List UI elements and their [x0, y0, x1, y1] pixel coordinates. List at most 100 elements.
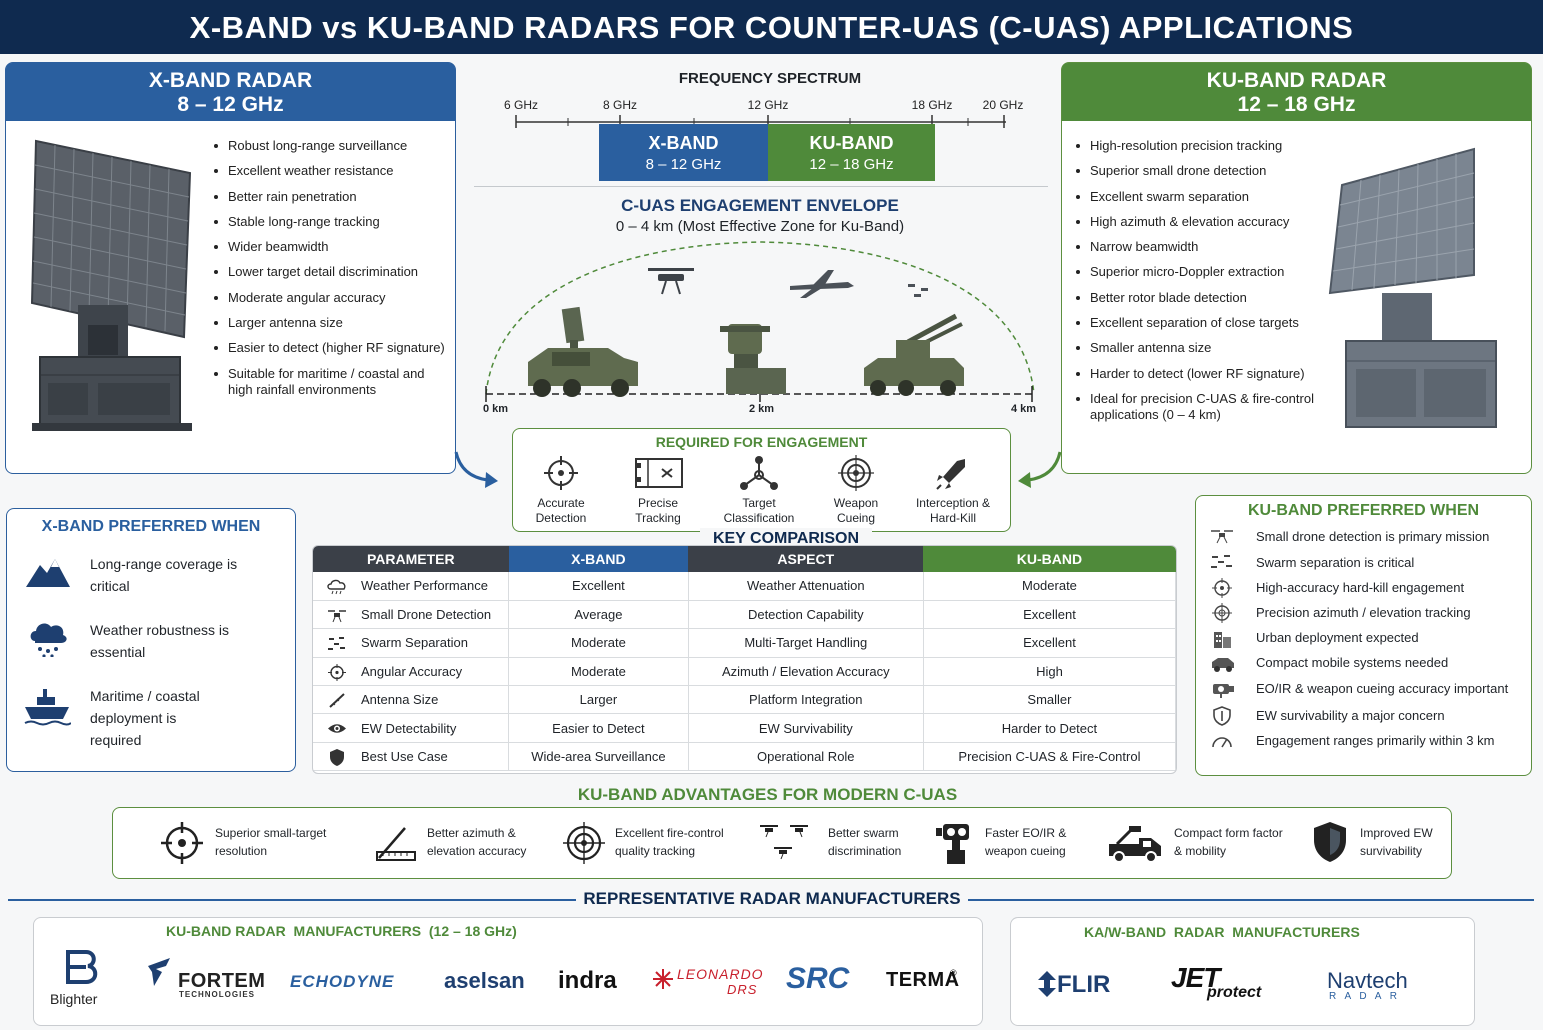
fortem-logo-icon [148, 958, 170, 986]
table-row: Best Use Case Wide-area Surveillance Ope… [313, 742, 1176, 772]
kuband-bullet: Excellent swarm separation [1074, 189, 1326, 205]
kuband-pref-text: Compact mobile systems needed [1256, 655, 1449, 670]
xband-bullets: Robust long-range surveillance Excellent… [212, 138, 452, 407]
param-label: Swarm Separation [361, 635, 468, 651]
kuband-bullet: Smaller antenna size [1074, 340, 1326, 356]
aspect-cell: EW Survivability [688, 713, 924, 743]
distance-label: 0 km [483, 403, 509, 415]
drone-swarm-icon [760, 825, 808, 860]
shield-icon [1213, 706, 1231, 726]
xband-arrow-icon [454, 451, 498, 488]
advantage-line: Compact form factor [1174, 826, 1283, 840]
crosshair-icon [328, 663, 346, 681]
swarm-icon [1211, 555, 1232, 568]
spectrum-tick: 12 GHz [747, 98, 789, 112]
xband-spectrum-label: X-BAND [648, 133, 719, 153]
xband-bullet: Excellent weather resistance [212, 163, 452, 179]
engagement-label: Weapon Cueing [833, 496, 879, 525]
xband-bullet: Lower target detail discrimination [212, 264, 452, 280]
swarm-icon [328, 637, 345, 651]
table-row: EW Detectability Easier to Detect EW Sur… [313, 713, 1176, 743]
kuband-pref-text: EW survivability a major concern [1256, 708, 1445, 723]
kuband-pref-title: KU-BAND PREFERRED WHEN [1247, 502, 1480, 519]
param-label: Weather Performance [361, 578, 488, 594]
comparison-table-wrap: PARAMETER X-BAND ASPECT KU-BAND Weather … [312, 545, 1177, 774]
advantage-item: Superior small-target resolution [215, 824, 326, 860]
xband-spectrum-range: 8 – 12 GHz [645, 156, 722, 173]
envelope-title: C-UAS ENGAGEMENT ENVELOPE [621, 196, 899, 215]
angle-ruler-icon [376, 827, 416, 861]
xband-bullet: Larger antenna size [212, 315, 452, 331]
leonardo-logo: LEONARDO [677, 966, 764, 982]
kuband-pref-text: Small drone detection is primary mission [1256, 529, 1490, 544]
xband-cell: Larger [508, 685, 689, 715]
terma-registered-mark: ® [950, 968, 957, 978]
crosshair-icon [161, 822, 203, 864]
kuband-pref-card: KU-BAND PREFERRED WHEN Small drone detec… [1195, 495, 1532, 776]
table-header: KU-BAND [923, 546, 1176, 572]
leonardo-logo-icon [653, 969, 673, 989]
mountain-icon [26, 559, 70, 587]
table-header: X-BAND [508, 546, 689, 572]
terma-logo: TERMA [886, 969, 960, 991]
kuband-pref-text: Precision azimuth / elevation tracking [1256, 605, 1471, 620]
ka-manufacturers-title: KA/W-BAND RADAR MANUFACTURERS [1084, 924, 1360, 940]
kuband-pref-text: Swarm separation is critical [1256, 555, 1415, 570]
blighter-logo-icon [66, 950, 98, 984]
aspect-cell: Weather Attenuation [688, 572, 924, 601]
page-banner: X-BAND vs KU-BAND RADARS FOR COUNTER-UAS… [0, 0, 1543, 54]
advantage-line: survivability [1360, 844, 1423, 858]
missile-icon [936, 459, 965, 490]
advantage-item: Excellent fire-control quality tracking [615, 824, 724, 860]
kuband-bullet: Better rotor blade detection [1074, 290, 1326, 306]
kuband-cell: Smaller [923, 685, 1176, 715]
kuband-freq: 12 – 18 GHz [1237, 93, 1356, 116]
table-row: Angular Accuracy Moderate Azimuth / Elev… [313, 657, 1176, 687]
ka-manufacturers-box: KA/W-BAND RADAR MANUFACTURERS FLIR JET p… [1010, 917, 1475, 1026]
param-cell: Weather Performance [313, 572, 510, 601]
shield-icon [1314, 822, 1346, 862]
comparison-title-box: KEY COMPARISON [700, 528, 872, 550]
spectrum-tick: 6 GHz [503, 98, 538, 112]
param-cell: Antenna Size [313, 685, 510, 715]
crosshair-icon [544, 456, 578, 490]
xband-bullet: Easier to detect (higher RF signature) [212, 340, 452, 356]
kuband-pref-text: High-accuracy hard-kill engagement [1256, 580, 1465, 595]
eo-ir-icon [936, 824, 969, 864]
spectrum-tick: 18 GHz [911, 98, 953, 112]
param-cell: Angular Accuracy [313, 657, 510, 687]
target-icon [838, 455, 874, 491]
kuband-bullet: Superior small drone detection [1074, 163, 1326, 179]
param-label: Angular Accuracy [361, 663, 463, 679]
kuband-cell: Precision C-UAS & Fire-Control [923, 742, 1176, 772]
turret-icon [720, 324, 786, 394]
advantage-item: Better swarm discrimination [828, 824, 901, 860]
aspect-cell: Azimuth / Elevation Accuracy [688, 657, 924, 687]
xband-pref-card: X-BAND PREFERRED WHEN Long-range coverag… [6, 508, 296, 772]
indra-logo: indra [558, 967, 617, 994]
truck-icon [1109, 826, 1161, 863]
comparison-table: PARAMETER X-BAND ASPECT KU-BAND Weather … [313, 546, 1176, 772]
spectrum-tick: 20 GHz [982, 98, 1024, 112]
param-cell: Best Use Case [313, 742, 510, 772]
xband-bullet: Wider beamwidth [212, 239, 452, 255]
xband-card-header: X-BAND RADAR 8 – 12 GHz [6, 63, 455, 121]
xband-cell: Wide-area Surveillance [508, 742, 689, 772]
spectrum-title: FREQUENCY SPECTRUM [678, 70, 862, 87]
xband-pref-text: Maritime / coastal deployment is require… [90, 688, 200, 748]
advantage-line: Faster EO/IR & [985, 826, 1067, 840]
kuband-manufacturers-box: KU-BAND RADAR MANUFACTURERS (12 – 18 GHz… [33, 917, 983, 1026]
kuband-arrow-icon [1018, 451, 1062, 488]
xband-cell: Excellent [508, 572, 689, 601]
echodyne-logo: ECHODYNE [290, 972, 395, 991]
advantage-line: quality tracking [615, 844, 696, 858]
crosshair-icon [1212, 603, 1232, 623]
spectrum-tick: 8 GHz [602, 98, 637, 112]
table-row: Antenna Size Larger Platform Integration… [313, 685, 1176, 715]
xband-freq: 8 – 12 GHz [177, 93, 284, 116]
distance-label: 2 km [749, 403, 775, 415]
manufacturers-rule-left [8, 899, 576, 901]
xband-pref-text: Weather robustness is essential [90, 622, 230, 660]
fortem-logo-sub: TECHNOLOGIES [179, 990, 256, 999]
xband-card: X-BAND RADAR 8 – 12 GHz Robust long-rang… [5, 62, 456, 474]
